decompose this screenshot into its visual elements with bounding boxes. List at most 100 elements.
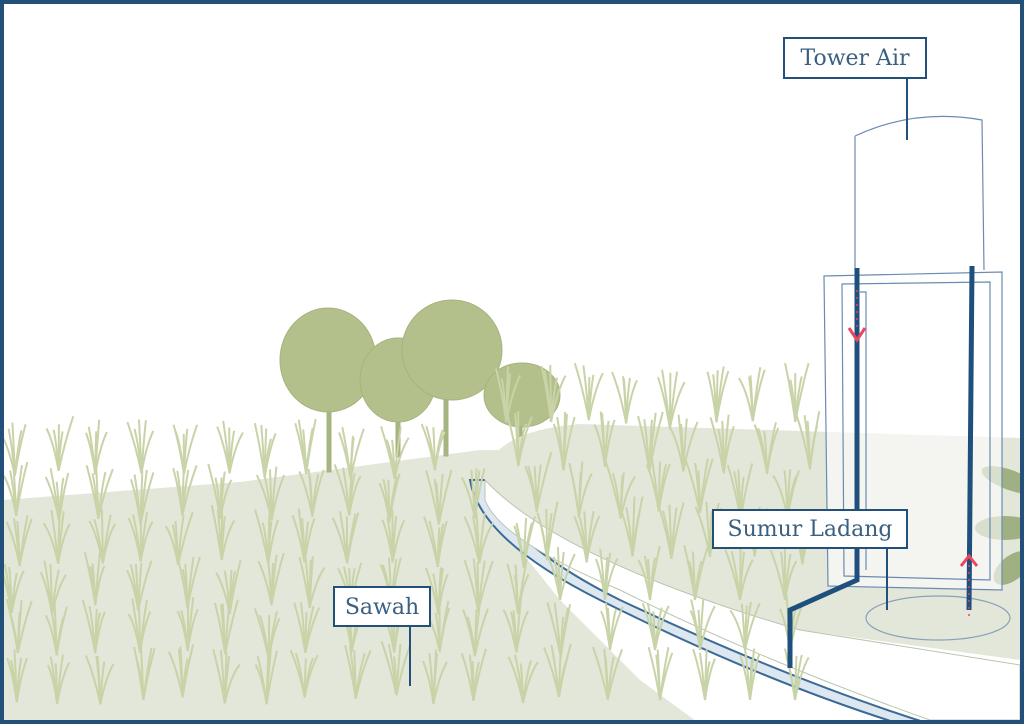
rice-tuft xyxy=(289,649,319,698)
rice-tuft xyxy=(176,597,199,651)
rice-tuft xyxy=(505,409,533,467)
rice-tuft xyxy=(647,646,674,701)
rice-tuft xyxy=(657,502,685,560)
rice-tuft xyxy=(706,366,730,423)
rice-tuft xyxy=(637,546,661,601)
rice-tuft xyxy=(641,602,670,651)
rice-tuft xyxy=(168,644,195,698)
rice-tuft xyxy=(85,465,114,519)
rice-tuft xyxy=(689,598,716,651)
rice-tuft xyxy=(331,511,360,564)
rice-tuft xyxy=(257,550,285,606)
rice-tuft xyxy=(83,550,106,606)
rice-tuft xyxy=(513,516,536,569)
rice-tuft xyxy=(42,509,71,565)
rice-tuft xyxy=(422,649,448,704)
rice-tuft xyxy=(216,420,244,474)
rice-tuft xyxy=(44,603,68,656)
rice-tuft xyxy=(88,508,116,564)
rice-tuft xyxy=(692,648,716,701)
rice-tuft xyxy=(293,602,321,654)
rice-tuft xyxy=(543,643,572,698)
rice-tuft xyxy=(5,515,33,567)
arrow-down-icon xyxy=(847,327,867,343)
rice-tuft xyxy=(783,648,810,701)
canal xyxy=(468,479,931,724)
rice-tuft xyxy=(795,411,821,470)
rice-tuft xyxy=(425,469,453,525)
rice-tuft xyxy=(463,511,494,564)
rice-tuft xyxy=(338,426,365,479)
rice-tuft xyxy=(333,464,362,516)
rice-tuft xyxy=(460,468,486,519)
rice-tuft xyxy=(294,418,317,475)
rice-tuft xyxy=(507,654,539,704)
label-sumur-ladang: Sumur Ladang xyxy=(712,509,908,549)
rice-tuft xyxy=(611,371,638,424)
rice-tuft xyxy=(126,560,153,611)
rice-tuft xyxy=(45,415,75,471)
field-wall xyxy=(484,478,1021,721)
rice-tuft xyxy=(724,546,754,601)
rice-tuft xyxy=(524,452,553,512)
rice-tuft xyxy=(684,458,714,514)
rice-tuft xyxy=(378,473,401,523)
inflow-pipe xyxy=(966,265,975,611)
rice-tuft xyxy=(568,461,593,518)
label-text: Sawah xyxy=(345,595,419,620)
rice-tuft xyxy=(739,648,761,701)
tree-icon xyxy=(401,299,503,457)
well xyxy=(865,595,1011,641)
label-tower-air: Tower Air xyxy=(783,37,927,79)
rice-tuft xyxy=(207,463,233,519)
rice-tuft xyxy=(669,414,699,472)
rice-tuft xyxy=(133,646,156,701)
rice-tuft xyxy=(380,641,411,696)
rice-tuft xyxy=(462,608,489,657)
label-text: Tower Air xyxy=(800,46,909,71)
rice-tuft xyxy=(212,649,241,704)
label-text: Sumur Ladang xyxy=(728,517,893,542)
rice-tuft xyxy=(547,546,576,601)
rice-tuft xyxy=(126,419,155,474)
rice-tuft xyxy=(595,548,619,601)
rice-tuft xyxy=(738,366,766,422)
rice-tuft xyxy=(172,464,198,516)
rice-tuft xyxy=(81,599,106,654)
rice-tuft xyxy=(380,426,410,479)
rice-tuft xyxy=(172,424,199,475)
rice-tuft xyxy=(573,362,604,421)
arrow-up-icon xyxy=(959,553,979,567)
rice-tuft xyxy=(298,468,325,517)
rice-tuft xyxy=(47,654,71,705)
rice-tuft xyxy=(39,560,67,615)
rice-tuft xyxy=(506,558,530,614)
rice-tuft xyxy=(591,646,624,700)
rice-tuft xyxy=(253,422,277,478)
rice-tuft xyxy=(85,655,115,705)
rice-tuft xyxy=(381,509,406,563)
rice-tuft xyxy=(552,411,576,471)
rice-tuft xyxy=(298,556,326,609)
rice-tuft xyxy=(6,649,28,703)
rice-tuft xyxy=(618,496,644,557)
tree-icon xyxy=(483,362,561,451)
rice-tuft xyxy=(657,369,686,429)
rice-tuft xyxy=(600,602,624,651)
rice-tuft xyxy=(769,548,798,601)
rice-tuft xyxy=(729,601,761,651)
rice-tuft xyxy=(753,422,780,474)
rice-tuft xyxy=(127,511,154,562)
rice-tuft xyxy=(540,365,567,423)
rice-tuft xyxy=(502,598,529,653)
rice-tuft xyxy=(784,362,810,422)
rice-tuft xyxy=(709,414,735,474)
rice-tuft xyxy=(255,466,286,521)
rice-tuft xyxy=(637,411,664,472)
rice-tuft xyxy=(344,644,372,699)
outflow-pipe xyxy=(787,268,860,668)
rice-tuft xyxy=(683,544,709,601)
